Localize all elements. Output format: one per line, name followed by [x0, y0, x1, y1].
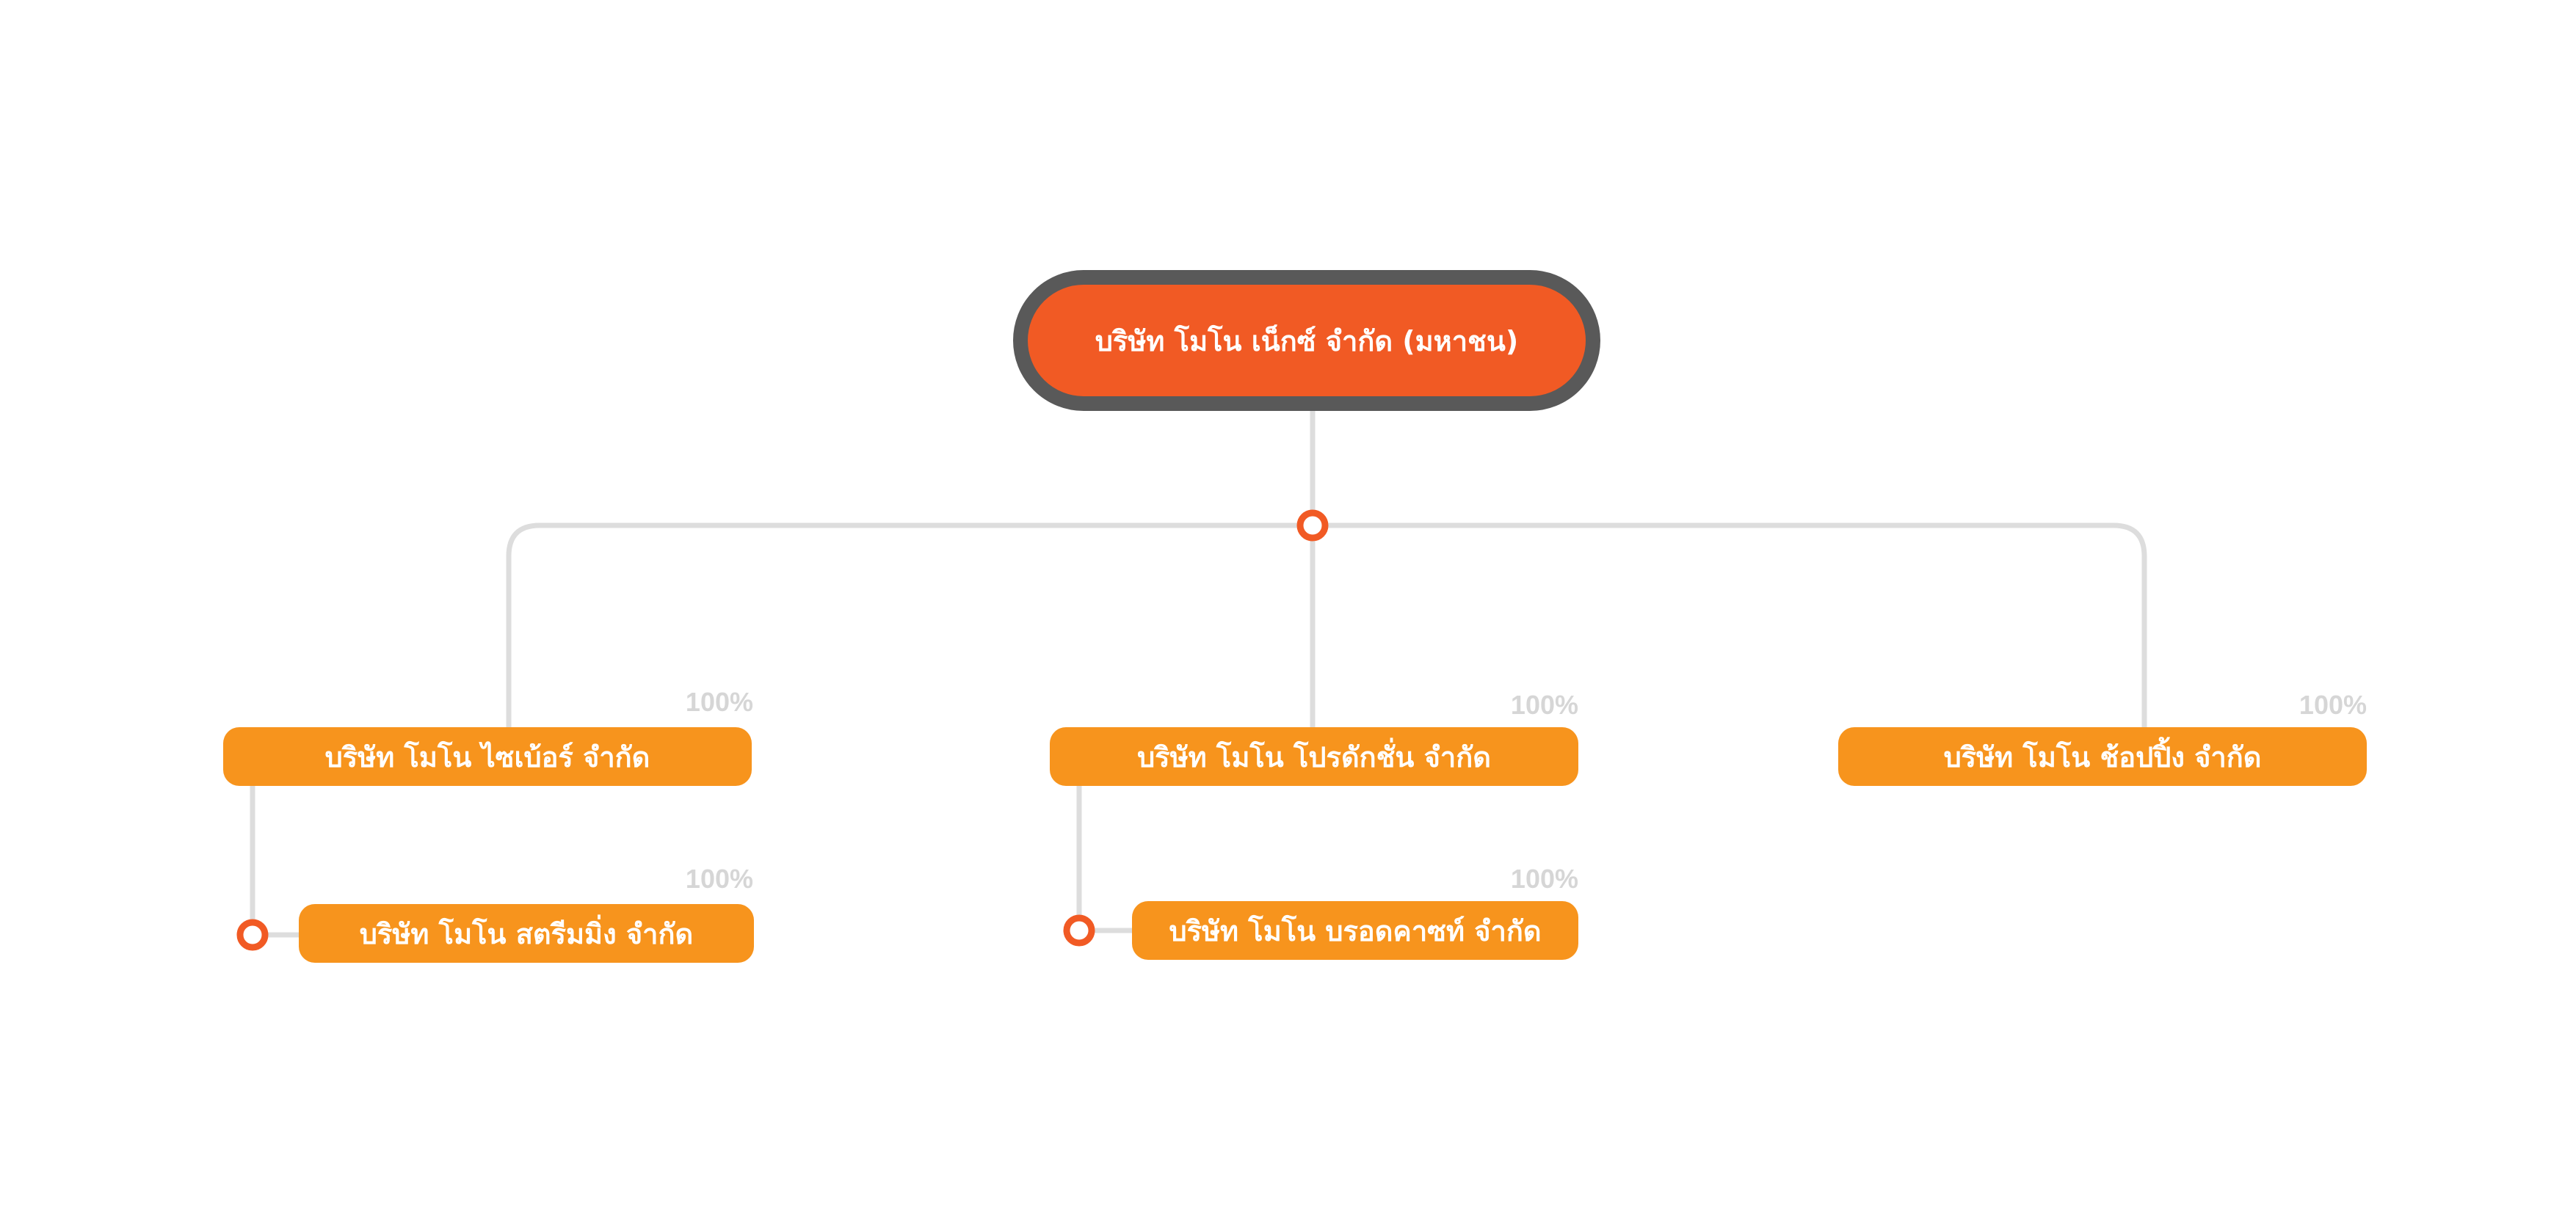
root-company-label: บริษัท โมโน เน็กซ์ จำกัด (มหาชน) — [1095, 324, 1519, 357]
company-label-shopping: บริษัท โมโน ช้อปปิ้ง จำกัด — [1943, 740, 2262, 773]
ownership-percent-cyber: 100% — [685, 687, 753, 717]
company-node-production[interactable]: บริษัท โมโน โปรดักชั่น จำกัด — [1050, 727, 1578, 786]
connector-to-cyber — [506, 522, 1302, 731]
ownership-percent-broadcast: 100% — [1510, 864, 1578, 894]
ownership-percent-shopping: 100% — [2299, 690, 2367, 720]
root-company-node[interactable]: บริษัท โมโน เน็กซ์ จำกัด (มหาชน) — [1013, 270, 1600, 411]
company-node-shopping[interactable]: บริษัท โมโน ช้อปปิ้ง จำกัด — [1838, 727, 2367, 786]
ownership-percent-streaming: 100% — [685, 864, 753, 894]
connector-to-shopping — [1323, 522, 2147, 731]
company-node-cyber[interactable]: บริษัท โมโน ไซเบ้อร์ จำกัด — [223, 727, 752, 786]
company-node-broadcast[interactable]: บริษัท โมโน บรอดคาซท์ จำกัด — [1132, 901, 1578, 960]
junction-dot-root — [1296, 509, 1329, 542]
company-label-production: บริษัท โมโน โปรดักชั่น จำกัด — [1137, 740, 1491, 773]
junction-dot-streaming — [236, 919, 269, 951]
junction-dot-broadcast — [1063, 914, 1095, 947]
connector-to-streaming — [250, 782, 304, 938]
connector-to-broadcast — [1076, 782, 1137, 933]
company-label-streaming: บริษัท โมโน สตรีมมิ่ง จำกัด — [359, 917, 694, 950]
ownership-percent-production: 100% — [1510, 690, 1578, 720]
company-label-broadcast: บริษัท โมโน บรอดคาซท์ จำกัด — [1169, 914, 1542, 947]
company-node-streaming[interactable]: บริษัท โมโน สตรีมมิ่ง จำกัด — [299, 904, 754, 963]
company-label-cyber: บริษัท โมโน ไซเบ้อร์ จำกัด — [324, 740, 650, 773]
